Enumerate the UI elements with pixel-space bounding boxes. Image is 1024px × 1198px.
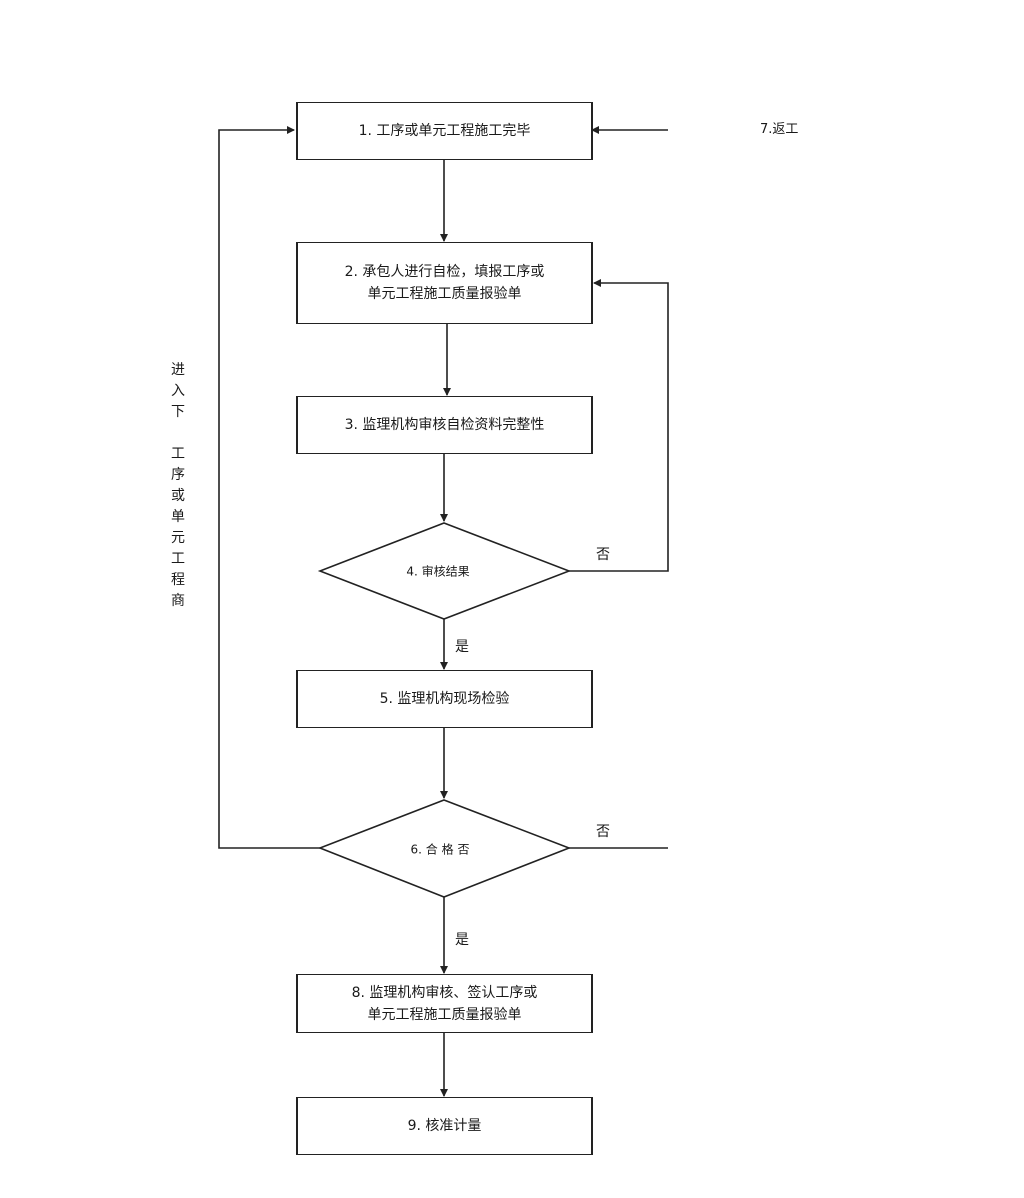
side-char: 入: [171, 383, 185, 399]
side-char: 单: [171, 509, 185, 525]
step-8-label-line1: 8. 监理机构审核、签认工序或: [351, 984, 538, 1001]
step-5-box: 5. 监理机构现场检验: [296, 670, 593, 728]
step-9-box: 9. 核准计量: [296, 1097, 593, 1155]
side-char: 程: [171, 572, 185, 588]
step-3-box: 3. 监理机构审核自检资料完整性: [296, 396, 593, 454]
side-char: 序: [171, 467, 185, 483]
decision-6-yes-label: 是: [455, 932, 469, 948]
step-1-box: 1. 工序或单元工程施工完毕: [296, 102, 593, 160]
side-char: 进: [171, 362, 185, 378]
side-char: 商: [171, 593, 185, 609]
step-8-label-line2: 单元工程施工质量报验单: [367, 1006, 522, 1023]
step-7-label: 7.返工: [760, 122, 799, 137]
side-char: 元: [171, 530, 185, 546]
step-2-label-line2: 单元工程施工质量报验单: [367, 286, 522, 302]
step-4-label: 4. 审核结果: [406, 564, 470, 579]
decision-4-no-label: 否: [596, 547, 610, 563]
side-char-gap: [170, 423, 186, 444]
arrow-6-to-1: [218, 126, 320, 849]
decision-4-yes-label: 是: [455, 639, 469, 655]
step-9-label: 9. 核准计量: [407, 1118, 482, 1134]
step-5-label: 5. 监理机构现场检验: [379, 691, 510, 707]
side-char: 下: [171, 404, 185, 420]
side-vertical-label: 进 入 下 工 序 或 单 元 工 程 商: [170, 360, 186, 612]
step-1-label: 1. 工序或单元工程施工完毕: [358, 123, 531, 139]
arrow-4-no-to-2: [569, 279, 669, 572]
step-6-label: 6. 合 格 否: [410, 842, 470, 857]
side-char: 工: [171, 446, 185, 462]
step-2-label-line1: 2. 承包人进行自检，填报工序或: [344, 264, 545, 280]
step-3-label: 3. 监理机构审核自检资料完整性: [344, 417, 545, 433]
side-char: 或: [171, 488, 185, 504]
step-8-box: 8. 监理机构审核、签认工序或 单元工程施工质量报验单: [296, 974, 593, 1033]
decision-6-no-label: 否: [596, 824, 610, 840]
step-2-box: 2. 承包人进行自检，填报工序或 单元工程施工质量报验单: [296, 242, 593, 324]
side-char: 工: [171, 551, 185, 567]
